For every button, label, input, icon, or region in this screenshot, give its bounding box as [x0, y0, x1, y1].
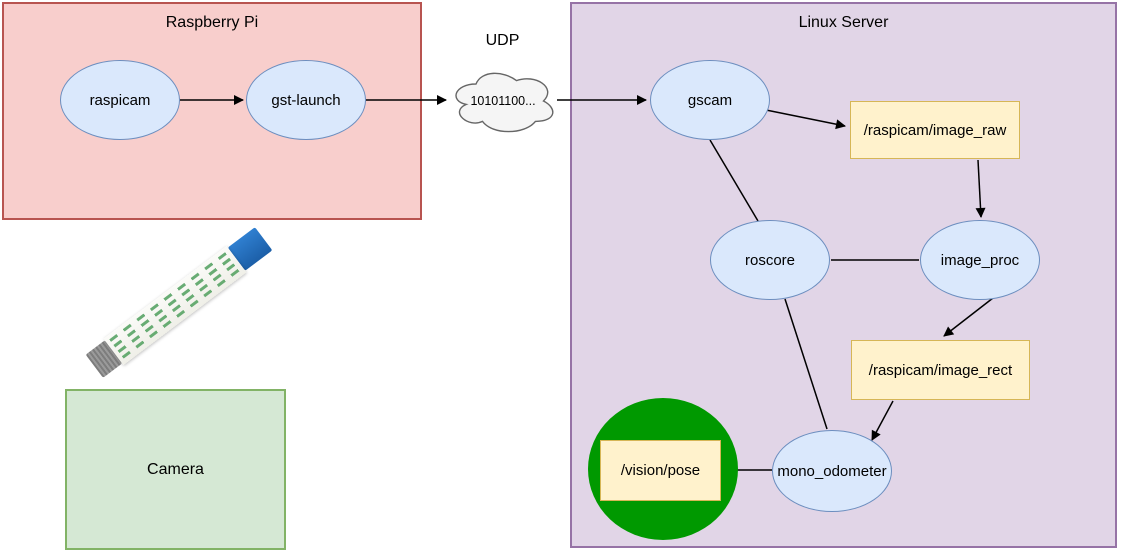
udp-packet-text: 10101100... — [470, 94, 536, 108]
node-gscam-label: gscam — [687, 91, 733, 109]
udp-cloud-shape — [455, 72, 554, 133]
topic-raspicam-image-raw: /raspicam/image_raw — [850, 101, 1020, 159]
node-roscore-label: roscore — [744, 251, 796, 269]
raspberry-pi-group-title: Raspberry Pi — [165, 14, 259, 31]
topic-raspicam-image-rect: /raspicam/image_rect — [851, 340, 1030, 400]
camera-group-box: Camera — [65, 389, 286, 550]
node-gst-launch-label: gst-launch — [271, 91, 341, 109]
node-mono-odometer: mono_odometer — [772, 430, 892, 512]
camera-ribbon-cable-image — [84, 226, 273, 380]
topic-raspicam-image-raw-label: /raspicam/image_raw — [863, 121, 1007, 139]
node-raspicam-label: raspicam — [89, 91, 151, 109]
ribbon-cable-body — [103, 245, 247, 366]
camera-label: Camera — [147, 460, 204, 478]
udp-label: UDP — [485, 32, 520, 49]
node-mono-odometer-label: mono_odometer — [777, 462, 887, 480]
linux-server-group-title: Linux Server — [798, 14, 889, 31]
node-image-proc-label: image_proc — [940, 251, 1020, 269]
node-gscam: gscam — [650, 60, 770, 140]
node-roscore: roscore — [710, 220, 830, 300]
topic-vision-pose-label: /vision/pose — [620, 462, 701, 479]
topic-raspicam-image-rect-label: /raspicam/image_rect — [868, 361, 1013, 379]
node-image-proc: image_proc — [920, 220, 1040, 300]
topic-vision-pose: /vision/pose — [600, 440, 721, 501]
node-gst-launch: gst-launch — [246, 60, 366, 140]
node-raspicam: raspicam — [60, 60, 180, 140]
